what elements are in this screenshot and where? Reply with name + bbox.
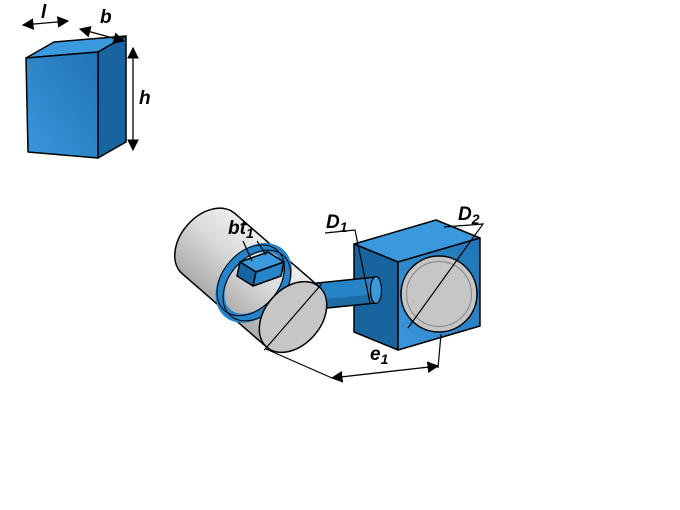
- key-leader-2: [256, 240, 267, 256]
- shaft-end-diameter-line: [263, 283, 323, 351]
- label-shaft-diameter: D1: [326, 212, 348, 235]
- spacing-extension-left: [265, 348, 333, 379]
- key-block: [236, 251, 285, 287]
- bore-circle: [400, 255, 478, 333]
- key-leader-1: [242, 240, 253, 262]
- cuboid-right-face: [97, 35, 127, 159]
- bore-diameter-leader: [407, 223, 485, 329]
- annotation-lines: [242, 223, 485, 383]
- label-length: l: [41, 2, 47, 23]
- length-dimension-arrow: [21, 16, 70, 30]
- label-spacing: e1: [370, 344, 389, 367]
- hub-block: [353, 219, 481, 351]
- dimension-cuboid: l b h: [21, 2, 151, 159]
- width-dimension-arrow: [78, 26, 126, 44]
- label-width: b: [100, 7, 112, 28]
- bore-inner-circle: [405, 260, 473, 328]
- label-key: bt1: [228, 218, 254, 241]
- shaft-hub-assembly: bt1 D1 D2 e1: [174, 204, 485, 383]
- spacing-dimension-arrow: [330, 361, 440, 383]
- label-height: h: [139, 88, 151, 109]
- cuboid-front-face: [25, 51, 99, 159]
- connecting-shaft-end: [369, 275, 383, 305]
- label-bore-diameter: D2: [458, 204, 480, 227]
- key-right-face: [252, 261, 285, 287]
- shaft-diameter-leader: [324, 229, 371, 304]
- spacing-extension-right: [437, 333, 442, 369]
